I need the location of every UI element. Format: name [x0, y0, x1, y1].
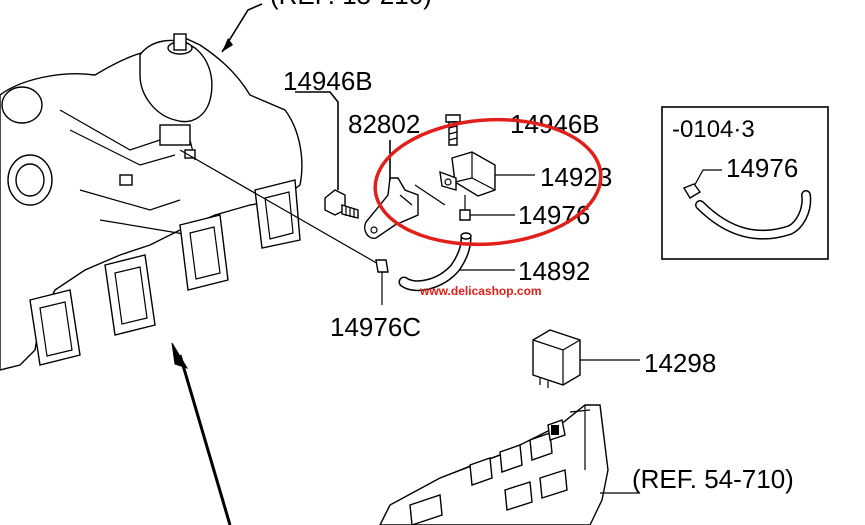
part-label-14946B-right: 14946B [510, 109, 600, 139]
part-label-14946B-left: 14946B [283, 66, 373, 96]
ref-top-leader [221, 3, 263, 53]
runner-flange-1 [29, 289, 81, 366]
front-arrow-icon [171, 342, 232, 525]
leader-14976C [179, 149, 381, 266]
inset-box: -0104·3 14976 [661, 106, 829, 260]
bracket-82802 [364, 140, 419, 239]
part-label-82802: 82802 [348, 109, 420, 139]
sensor-14923 [414, 151, 535, 206]
part-label-14892: 14892 [518, 256, 590, 286]
ref-bottom-label: (REF. 54-710) [632, 464, 794, 494]
clip-14976C [375, 259, 389, 305]
part-label-14298: 14298 [644, 348, 716, 378]
runner-flange-2 [104, 254, 156, 336]
intake-manifold [0, 33, 303, 371]
clip-14976 [459, 195, 515, 221]
relay-box [379, 404, 640, 525]
inset-code-label: -0104·3 [672, 116, 755, 143]
runner-flange-3 [179, 214, 229, 291]
highlight-circle [373, 117, 603, 247]
bolt-14946B-left [295, 91, 359, 219]
bolt-14946B-right [445, 114, 461, 146]
ref-top-label: (REF. 15-210) [270, 0, 432, 10]
part-label-14976C: 14976C [330, 312, 421, 342]
watermark-text: www.delicashop.com [419, 284, 542, 298]
hose-14892 [398, 232, 515, 292]
runner-flange-4 [254, 179, 301, 249]
relay-14298 [532, 329, 640, 388]
inset-part-label-14976: 14976 [726, 153, 798, 183]
